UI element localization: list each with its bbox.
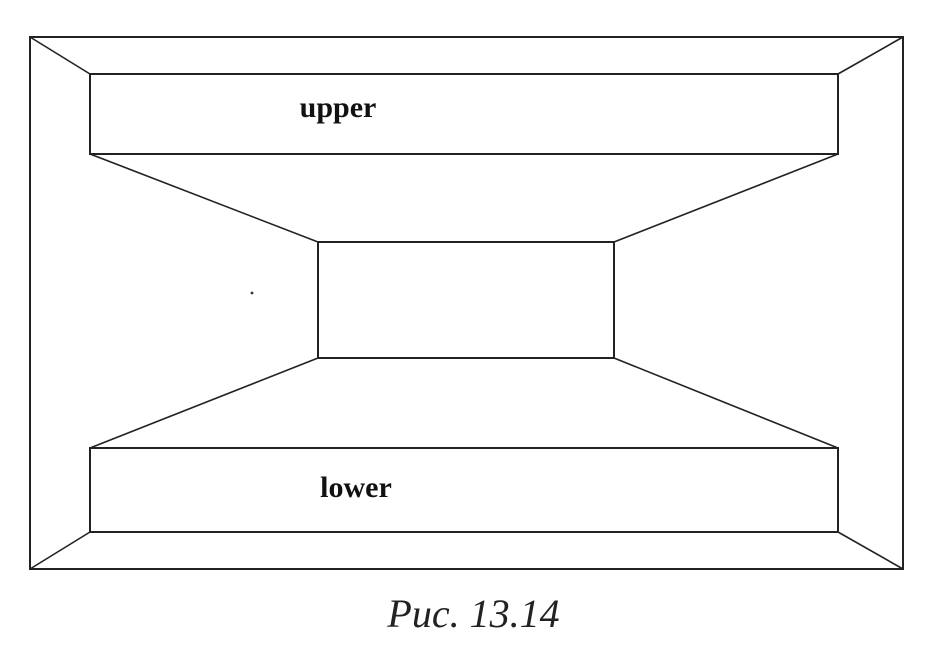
edge-upper-to-center-right — [613, 153, 839, 243]
perspective-diagram: upper lower — [29, 36, 904, 570]
upper-box — [89, 73, 839, 155]
center-box — [317, 241, 615, 359]
edge-top-right-outer — [837, 36, 904, 75]
edge-upper-to-center-left — [89, 153, 319, 243]
edge-bottom-right-outer — [837, 531, 904, 570]
upper-label: upper — [300, 91, 377, 124]
figure-caption: Рис. 13.14 — [387, 591, 560, 636]
stray-dot — [250, 291, 254, 295]
edge-top-left-outer — [29, 36, 91, 75]
edge-lower-to-center-left — [89, 357, 319, 449]
edge-bottom-left-outer — [29, 531, 91, 570]
edge-lower-to-center-right — [613, 357, 839, 449]
lower-box — [89, 447, 839, 533]
lower-label: lower — [320, 471, 392, 504]
